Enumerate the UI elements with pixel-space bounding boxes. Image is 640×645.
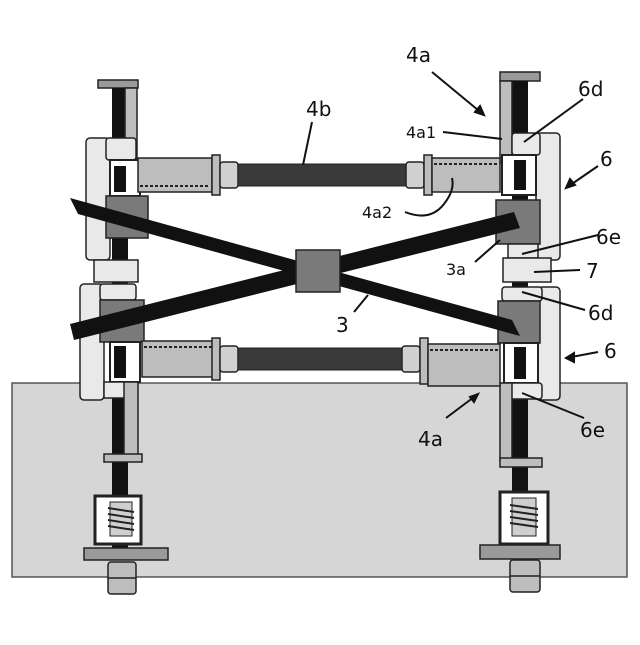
label-7: 7 bbox=[586, 259, 599, 283]
label-4a-top: 4a bbox=[406, 43, 431, 67]
label-4a-bottom: 4a bbox=[418, 427, 443, 451]
center-block bbox=[296, 250, 340, 292]
label-6e-top: 6e bbox=[596, 225, 621, 249]
label-6-bottom: 6 bbox=[604, 339, 617, 363]
label-6-top: 6 bbox=[600, 147, 613, 171]
label-6d-top: 6d bbox=[578, 77, 603, 101]
upper-tie-rod bbox=[138, 155, 500, 195]
label-6e-bottom: 6e bbox=[580, 418, 605, 442]
label-3: 3 bbox=[336, 313, 349, 337]
label-6d-bottom: 6d bbox=[588, 301, 613, 325]
label-3a: 3a bbox=[446, 260, 466, 279]
label-4b: 4b bbox=[306, 97, 331, 121]
label-4a2: 4a2 bbox=[362, 203, 392, 222]
lower-tie-rod bbox=[142, 338, 500, 386]
label-4a1: 4a1 bbox=[406, 123, 436, 142]
